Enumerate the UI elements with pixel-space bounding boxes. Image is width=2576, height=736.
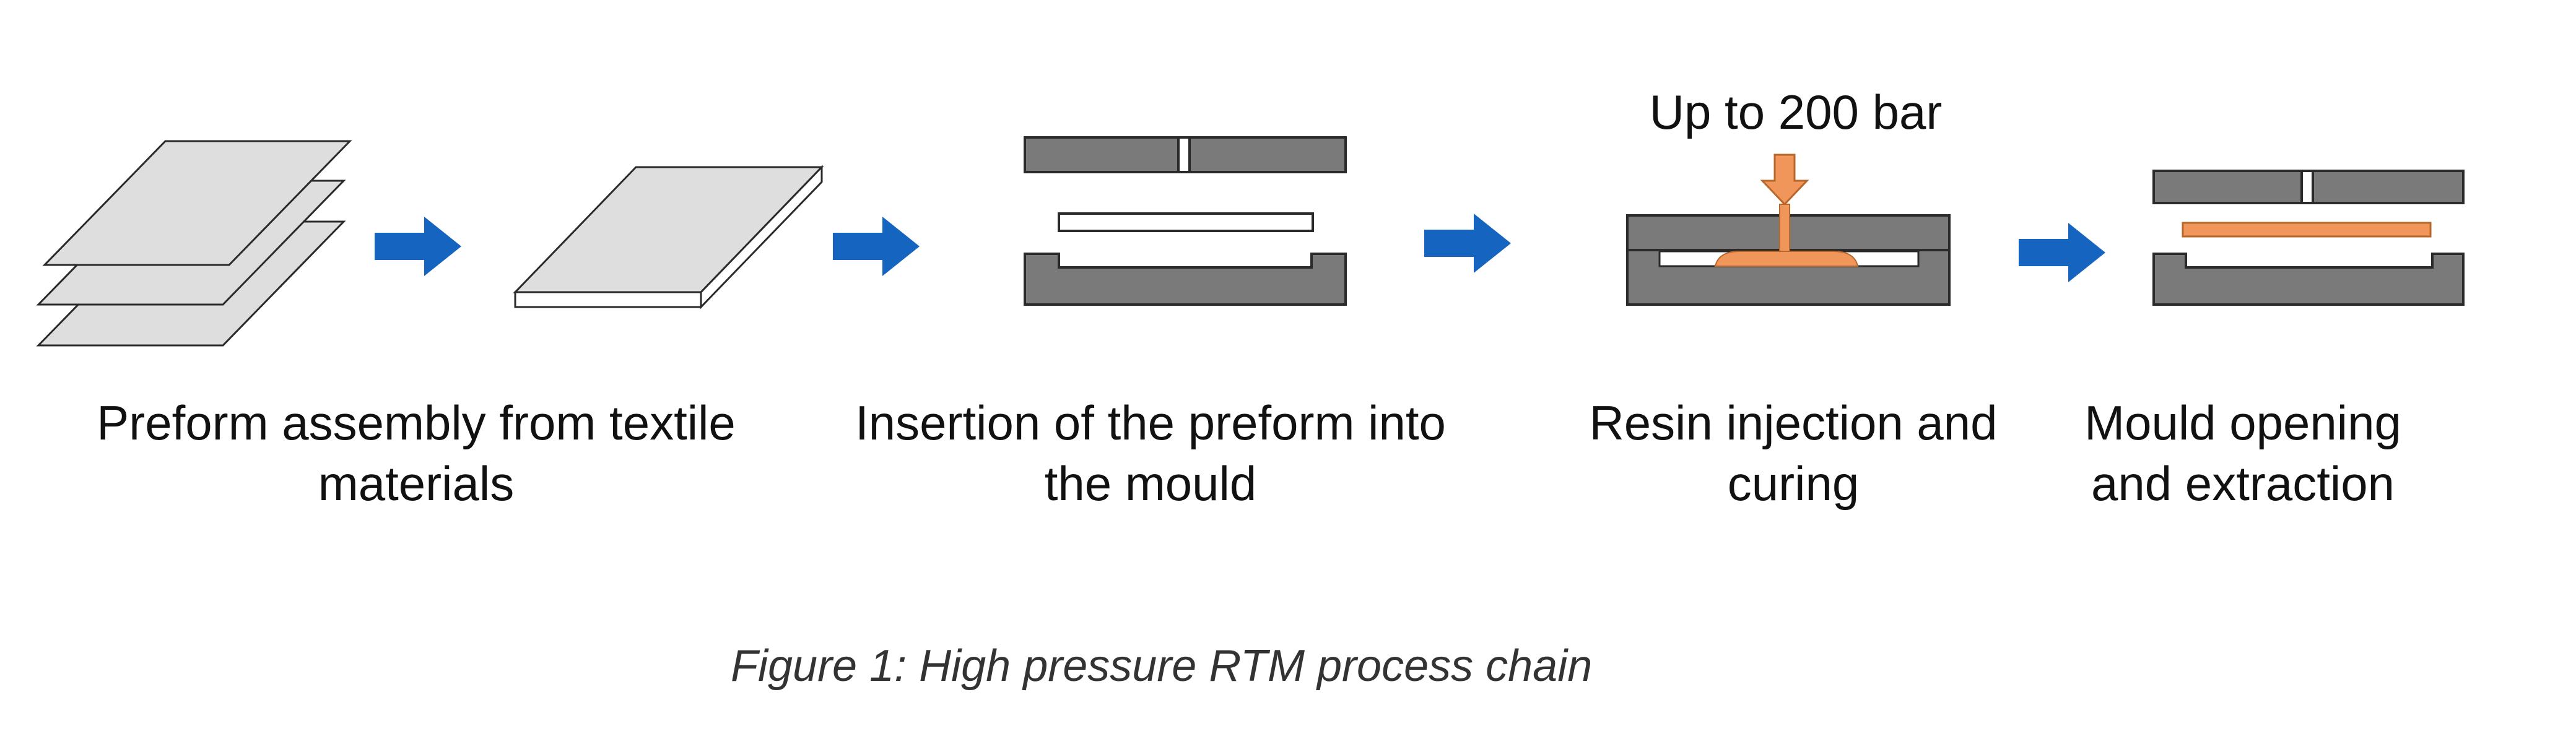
- process-arrow-2: [833, 217, 920, 276]
- preform-inserted: [1058, 212, 1314, 232]
- closed-mould: Up to 200 bar: [1626, 85, 1951, 306]
- step-3-label-line2: curing: [1728, 456, 1859, 511]
- mould-opening: [2152, 170, 2465, 306]
- pressure-label: Up to 200 bar: [1650, 85, 1943, 139]
- pressure-arrow-icon: [1760, 154, 1809, 206]
- lower-mould-half: [1024, 253, 1347, 306]
- resin-flow: [1714, 251, 1859, 267]
- step-1-label-line1: Preform assembly from textile: [97, 396, 736, 450]
- preform-front-face: [514, 291, 702, 308]
- figure-caption: Figure 1: High pressure RTM process chai…: [731, 641, 1593, 691]
- textile-plies-stack: [36, 140, 352, 347]
- lower-mould-half-open: [2152, 253, 2465, 306]
- process-arrow-3: [1424, 214, 1511, 273]
- cured-part: [2182, 222, 2432, 238]
- textile-ply-top: [42, 140, 352, 266]
- process-arrow-4: [2019, 223, 2105, 282]
- step-4-label-line2: and extraction: [2091, 456, 2395, 511]
- step-2-label-line2: the mould: [1045, 456, 1257, 511]
- step-4-label-line1: Mould opening: [2084, 396, 2401, 450]
- step-labels: Preform assembly from textile materials …: [97, 396, 2401, 511]
- step-1-label-line2: materials: [318, 456, 514, 511]
- step-3-label-line1: Resin injection and: [1589, 396, 1997, 450]
- open-mould: [1024, 136, 1347, 306]
- resin-channel: [1779, 204, 1790, 253]
- process-arrow-1: [375, 217, 461, 276]
- preform-slab: [513, 165, 824, 310]
- injection-channel-open: [2300, 170, 2314, 204]
- injection-channel: [1177, 136, 1191, 173]
- preform-side-face: [700, 165, 823, 310]
- step-2-label-line1: Insertion of the preform into: [855, 396, 1446, 450]
